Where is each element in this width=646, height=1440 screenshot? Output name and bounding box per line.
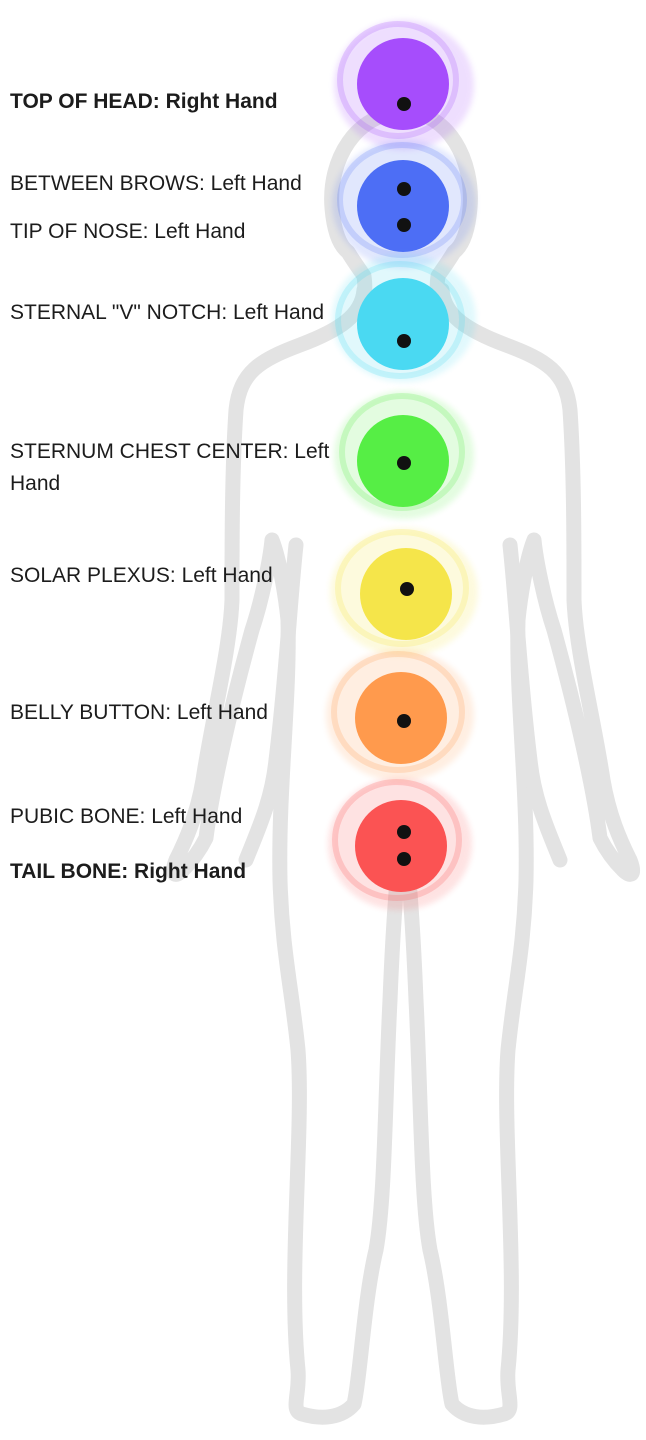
heart-chakra <box>334 391 474 519</box>
label-solar-plexus: SOLAR PLEXUS: Left Hand <box>10 560 273 592</box>
label-top-of-head: TOP OF HEAD: Right Hand <box>10 86 278 118</box>
tip-of-nose-dot <box>397 218 411 232</box>
sacral-chakra <box>326 649 474 781</box>
label-tip-of-nose: TIP OF NOSE: Left Hand <box>10 216 245 248</box>
sternum-chest-center-dot <box>397 456 411 470</box>
third-eye-chakra <box>332 140 476 268</box>
pubic-bone-dot <box>397 825 411 839</box>
crown-chakra <box>334 20 474 150</box>
label-tail-bone: TAIL BONE: Right Hand <box>10 856 246 888</box>
label-sternal-notch: STERNAL "V" NOTCH: Left Hand <box>10 297 330 329</box>
between-brows-dot <box>397 182 411 196</box>
label-between-brows: BETWEEN BROWS: Left Hand <box>10 168 302 200</box>
sternal-notch-dot <box>397 334 411 348</box>
label-sternum-chest-center: STERNUM CHEST CENTER: Left Hand <box>10 436 340 500</box>
root-chakra <box>328 778 472 910</box>
label-belly-button: BELLY BUTTON: Left Hand <box>10 697 268 729</box>
belly-button-dot <box>397 714 411 728</box>
tail-bone-dot <box>397 852 411 866</box>
top-of-head-dot <box>397 97 411 111</box>
solar-plexus-dot <box>400 582 414 596</box>
throat-chakra <box>332 254 476 382</box>
label-pubic-bone: PUBIC BONE: Left Hand <box>10 801 242 833</box>
